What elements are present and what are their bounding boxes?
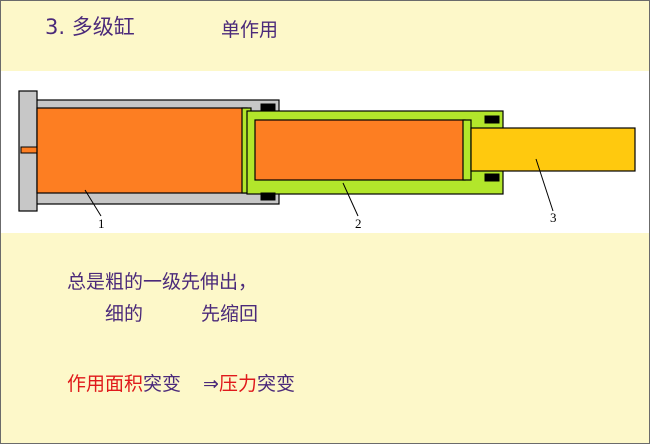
stage-2-bore [254, 119, 466, 181]
implies-arrow: ⇒ [203, 373, 219, 395]
seal [484, 173, 500, 182]
note-abrupt-1: 突变 [143, 373, 182, 395]
note-line-2: 细的 先缩回 [67, 299, 258, 326]
seal [260, 192, 276, 201]
leader-line-1 [84, 189, 102, 217]
callout-label-3: 3 [550, 210, 557, 225]
note-line-1: 总是粗的一级先伸出， [67, 271, 258, 293]
note-line-2-part-1: 细的 [105, 303, 144, 325]
barrel-bore [36, 107, 248, 194]
seal [484, 115, 500, 124]
note-area-label: 作用面积 [67, 373, 144, 395]
note-abrupt-2: 突变 [256, 373, 295, 395]
telescopic-cylinder-diagram: 1 2 3 [18, 90, 636, 231]
note-pressure-label: 压力 [218, 373, 257, 395]
note-line-3: 作用面积突变⇒压力突变 [67, 369, 295, 396]
stage-2-piston [462, 119, 472, 181]
seal [260, 103, 276, 112]
callout-label-1: 1 [98, 216, 105, 231]
stage-3-rod [470, 127, 636, 172]
slide-subtitle: 单作用 [221, 19, 279, 41]
leader-line-3 [535, 158, 554, 212]
port [20, 146, 38, 154]
leader-line-2 [342, 182, 359, 217]
slide-title: 3. 多级缸 [45, 15, 135, 39]
callout-label-2: 2 [355, 216, 362, 231]
note-line-2-part-2: 先缩回 [201, 303, 259, 325]
